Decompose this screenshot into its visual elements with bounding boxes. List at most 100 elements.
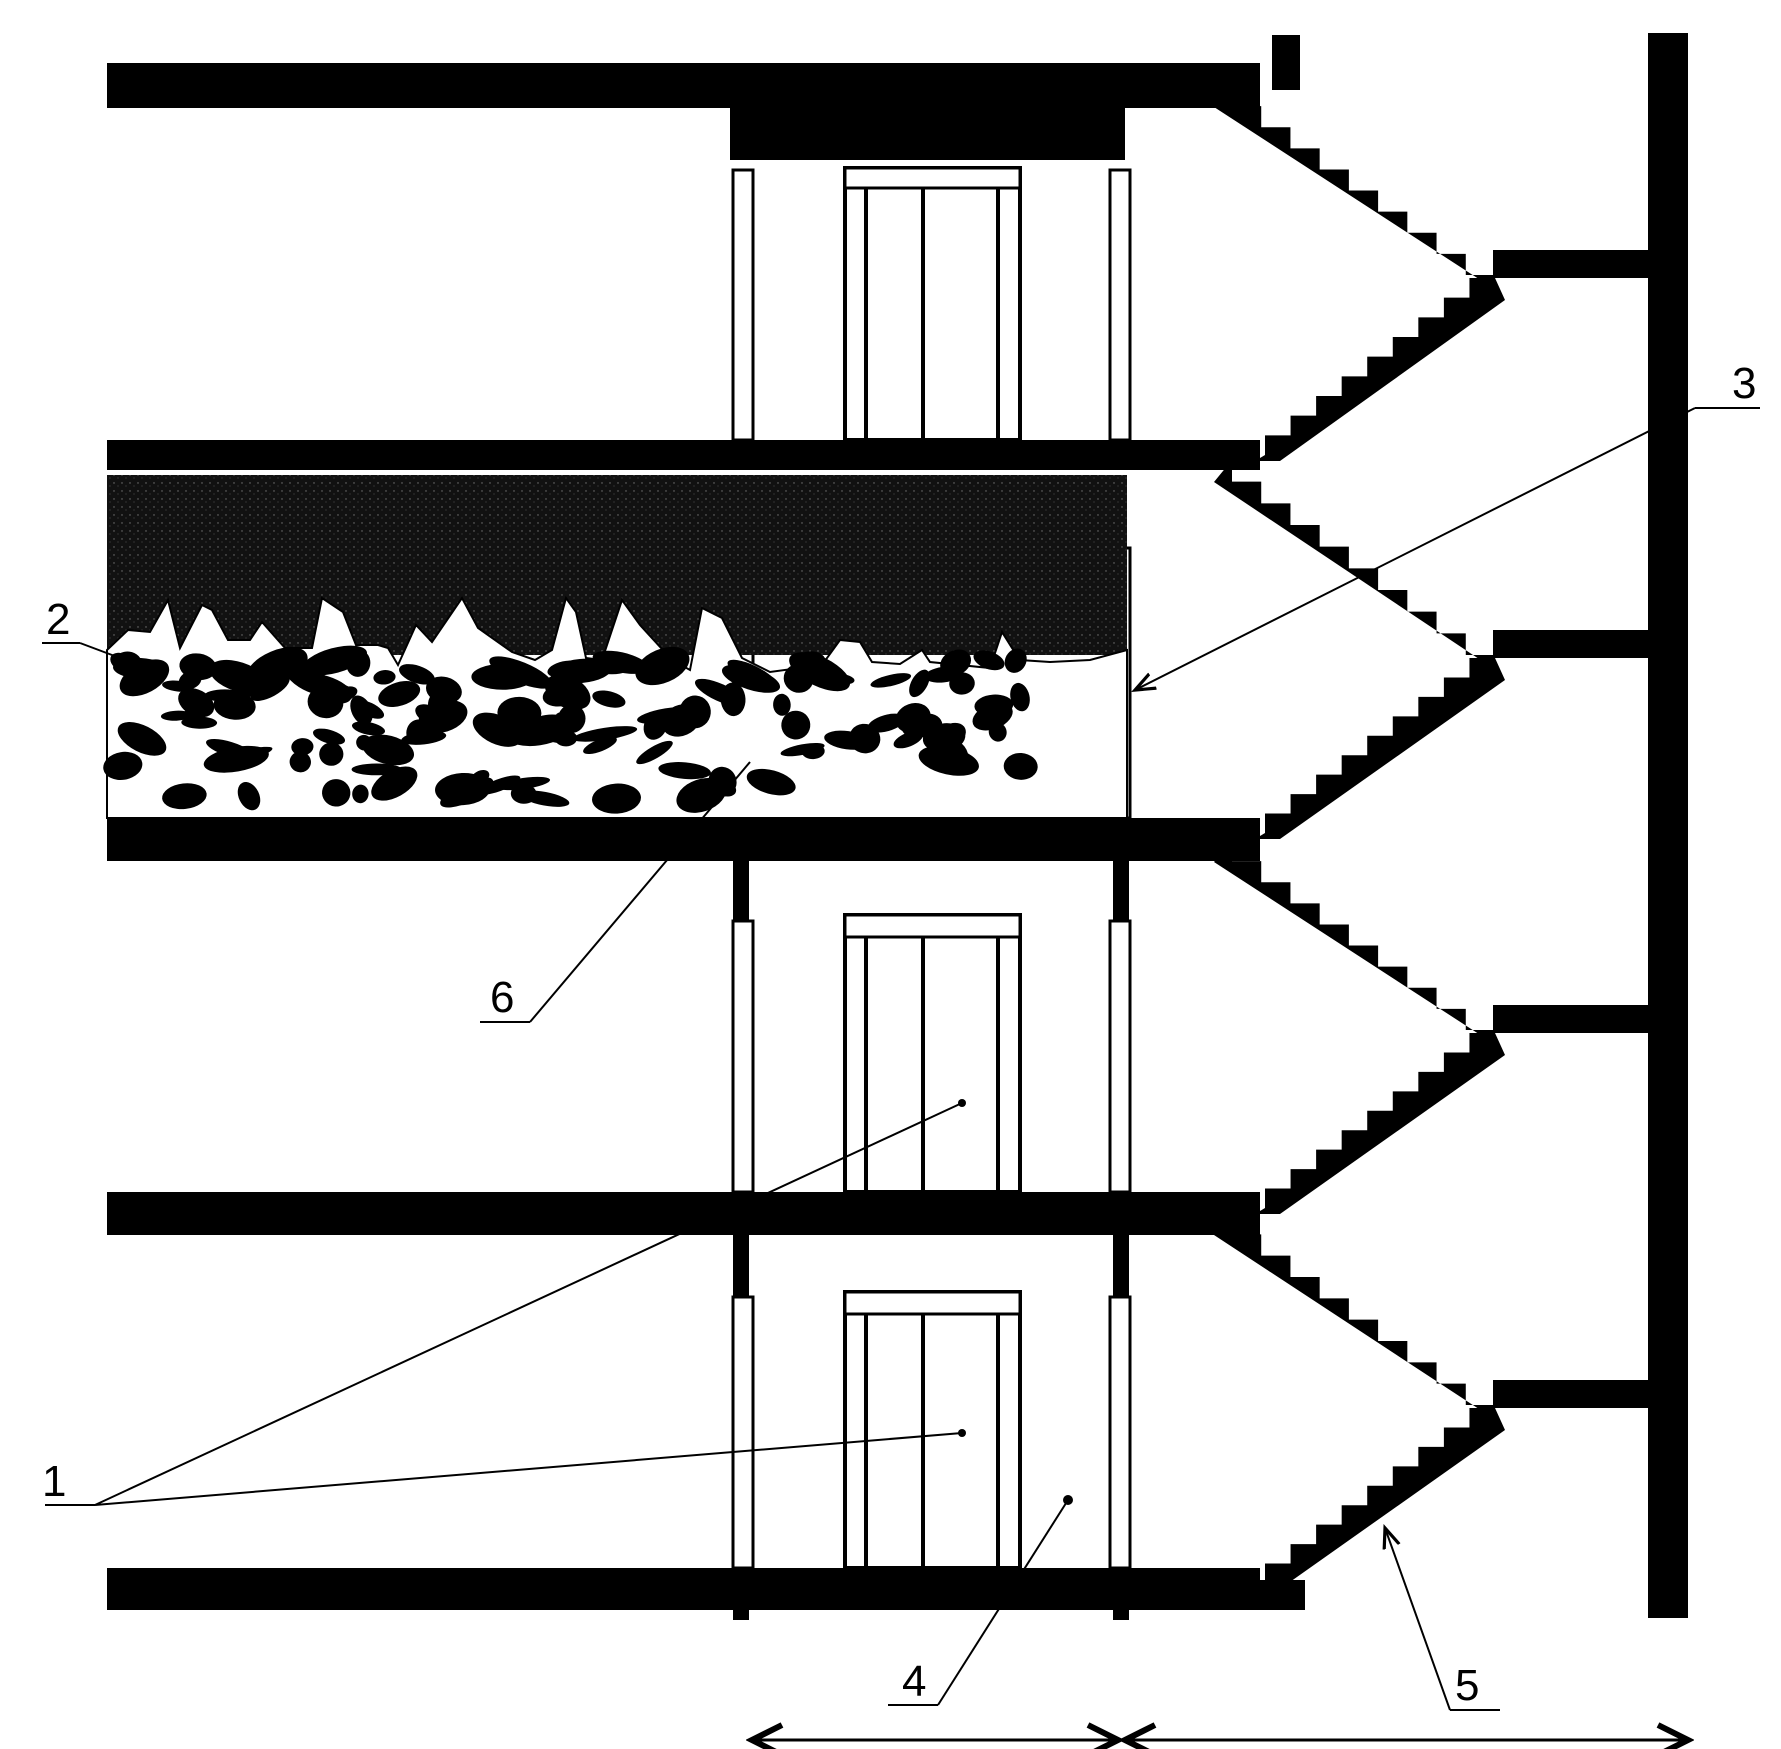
fire-blobs [103, 645, 1038, 814]
fire-blob [1010, 682, 1030, 712]
elevator-door-middle [843, 913, 1022, 1194]
fire-blob [544, 674, 591, 710]
fire-blob [870, 673, 912, 688]
fire-blob [373, 670, 396, 685]
outer-wall [1648, 33, 1688, 1618]
fire-blob [922, 723, 966, 753]
fire-blob [378, 681, 421, 707]
fire-blob [658, 762, 712, 780]
fire-blob [661, 704, 701, 737]
fire-blob [636, 740, 673, 765]
stair-flights [1214, 35, 1505, 1610]
fire-blob [103, 751, 143, 780]
stair-flight [1214, 840, 1495, 1038]
fire-blob [319, 742, 344, 766]
fire-blob [213, 691, 256, 720]
ground-slab [107, 1568, 1260, 1610]
fire-blob [237, 781, 261, 811]
callout-1: 1 [42, 1457, 66, 1506]
fire-blob [162, 783, 207, 810]
leader-4 [937, 1499, 1069, 1706]
fire-blob [780, 742, 825, 757]
fire-blob [160, 710, 192, 721]
fire-blob [973, 650, 1005, 671]
callout-2: 2 [46, 595, 70, 644]
leader-2 [79, 642, 121, 659]
stair-flight [1214, 460, 1495, 663]
fire-blob [547, 660, 582, 678]
fire-blob [291, 738, 314, 756]
fire-blob [178, 670, 202, 690]
fire-blob [721, 664, 781, 693]
stair-flight [1255, 658, 1505, 839]
fire-blob [322, 779, 351, 807]
fire-blob [477, 663, 524, 689]
fire-blob [181, 716, 218, 729]
elevator-doors [843, 166, 1022, 1570]
stair-flight [1255, 1408, 1505, 1589]
leader-1b [94, 1432, 963, 1506]
fire-blob [529, 714, 565, 729]
fire-blob [557, 704, 586, 734]
fire-blob [909, 669, 930, 698]
fire-blob [694, 678, 746, 707]
stair-stub [1272, 35, 1300, 90]
elevator-door-top [843, 166, 1022, 442]
fire-blob [746, 768, 796, 796]
leader-3 [1135, 407, 1696, 690]
landing [1493, 1380, 1653, 1408]
fire-blob [302, 645, 368, 676]
fire-blob [398, 664, 435, 685]
landing [1493, 1005, 1653, 1033]
fire-blob [940, 649, 972, 676]
landing [1493, 630, 1653, 658]
leader-4-dot [1063, 1495, 1073, 1505]
leader-6 [529, 761, 751, 1023]
fire-blob [1003, 752, 1038, 780]
fire-blob [519, 790, 570, 807]
elevator-machine-block [730, 95, 1125, 160]
fire-blob [592, 690, 626, 708]
fire-blob [895, 703, 931, 733]
fire-blob [773, 693, 791, 716]
fire-blob [312, 728, 346, 745]
fire-blob [362, 734, 415, 766]
callout-6: 6 [490, 973, 514, 1022]
fire-blob [418, 699, 468, 734]
fire-blob [333, 686, 358, 702]
fire-blob [206, 739, 254, 760]
fire-blob [496, 776, 551, 791]
fire-blob [972, 702, 1013, 731]
stair-flight [1255, 1033, 1505, 1214]
callout-labels: 1 2 3 4 5 6 [42, 359, 1756, 1710]
fire-blob [117, 722, 167, 756]
fire-blob [371, 766, 418, 801]
fire-blob [352, 784, 369, 804]
fire-blob [353, 700, 385, 719]
stair-flight [1214, 1213, 1495, 1413]
smoke-fire-zone [103, 475, 1128, 819]
landing [1493, 250, 1653, 278]
leader-lines [42, 407, 1760, 1711]
fire-blob [289, 751, 311, 773]
stair-stub [1255, 1580, 1305, 1610]
fire-blob [792, 651, 826, 676]
stair-flight [1214, 85, 1495, 283]
slab-level-1 [107, 1192, 1260, 1235]
callout-3: 3 [1732, 359, 1756, 408]
fire-blob [781, 710, 811, 740]
floor-slabs [107, 63, 1260, 1610]
fire-blob [523, 726, 574, 744]
fire-blob [351, 721, 386, 736]
leader-1a [94, 1102, 963, 1506]
fire-blob [592, 650, 649, 674]
fire-blob [114, 651, 142, 676]
fire-blob [236, 660, 289, 698]
callout-5: 5 [1455, 1661, 1479, 1710]
fire-blob [301, 673, 351, 696]
leader-5 [1385, 1528, 1451, 1711]
shaft-wall-left [731, 168, 755, 1620]
fire-blob [583, 736, 617, 755]
fire-blob [1004, 648, 1027, 673]
fire-blob [949, 672, 975, 695]
